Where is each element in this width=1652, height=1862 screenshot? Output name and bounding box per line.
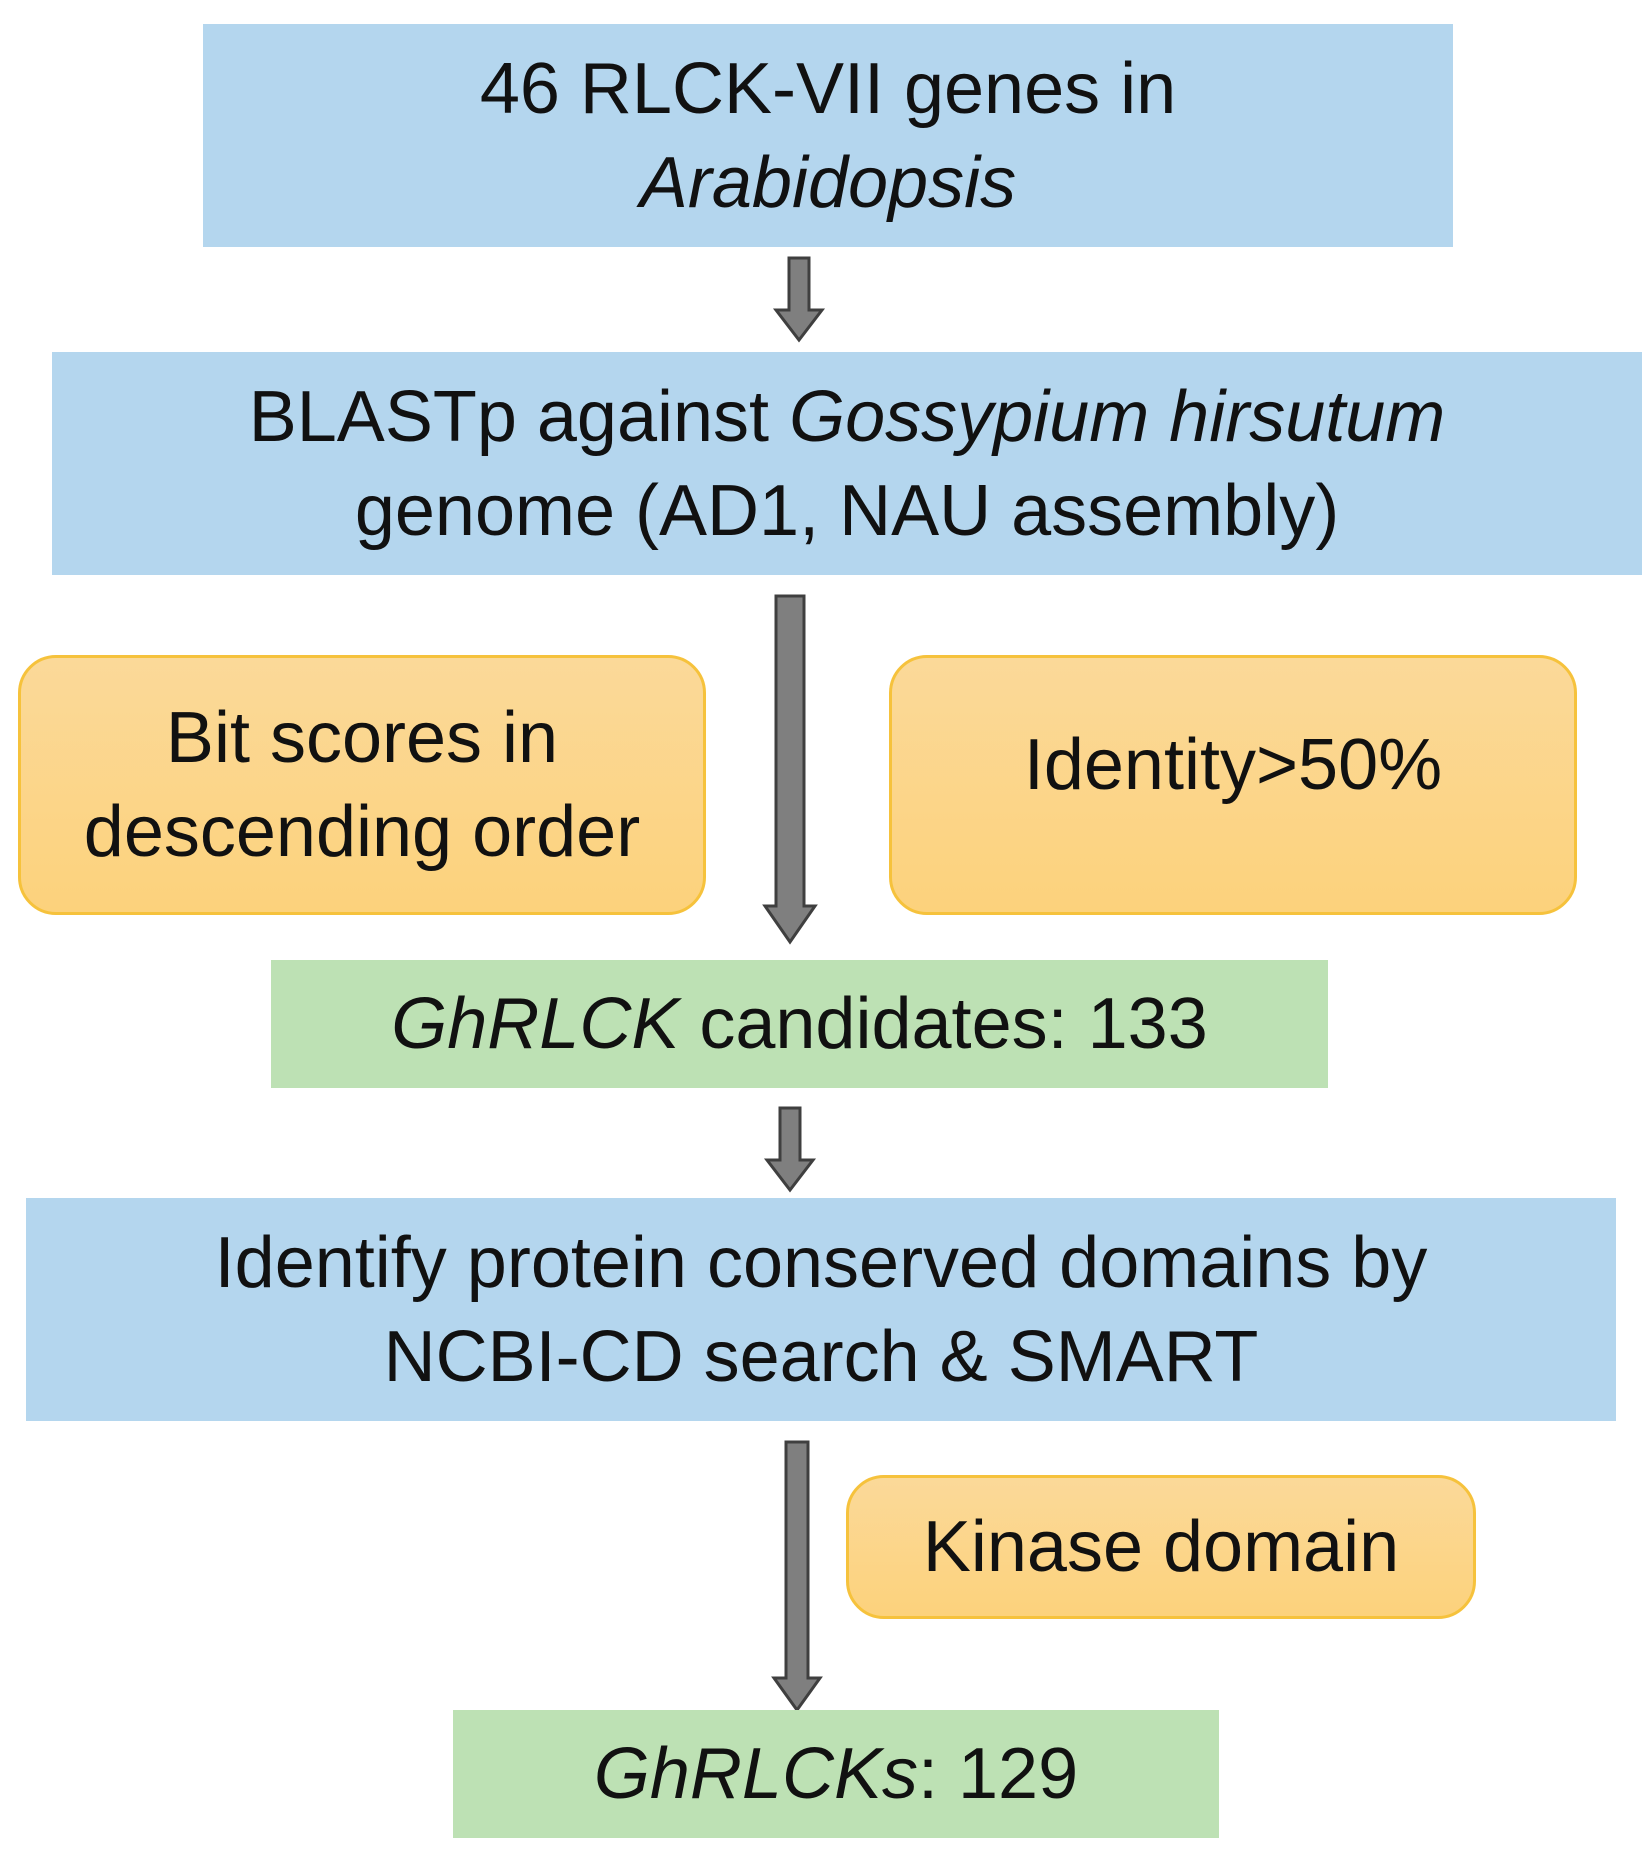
final-count: : 129: [917, 1734, 1079, 1814]
identity-text: Identity>50%: [1023, 725, 1443, 805]
bitscore-criterion: Bit scores in descending order: [18, 655, 706, 915]
identify-node: Identify protein conserved domains by NC…: [26, 1198, 1616, 1421]
blast-node-line1: BLASTp against Gossypium hirsutum: [249, 370, 1446, 464]
final-gene: GhRLCKs: [593, 1734, 918, 1814]
bitscore-line1: Bit scores in: [165, 698, 559, 778]
final-node: GhRLCKs: 129: [453, 1710, 1219, 1838]
arrow-candidates-to-identify: [763, 1106, 817, 1193]
identify-line2: NCBI-CD search & SMART: [383, 1316, 1259, 1397]
start-node-species: Arabidopsis: [639, 142, 1017, 223]
bitscore-line2: descending order: [83, 792, 641, 872]
arrow-identify-to-final: [771, 1440, 823, 1713]
arrow-blast-to-candidates: [762, 594, 818, 945]
final-text: GhRLCKs: 129: [594, 1727, 1078, 1821]
candidates-text: GhRLCK candidates: 133: [391, 977, 1208, 1071]
identify-line1: Identify protein conserved domains by: [214, 1222, 1428, 1303]
blast-node-prefix: BLASTp against: [248, 376, 790, 457]
candidates-count: candidates: 133: [679, 984, 1208, 1064]
blast-node-line2: genome (AD1, NAU assembly): [354, 470, 1340, 551]
kinase-text: Kinase domain: [922, 1507, 1400, 1587]
blast-node-species: Gossypium hirsutum: [789, 376, 1446, 457]
arrow-start-to-blast: [772, 256, 826, 343]
start-node: 46 RLCK-VII genes in Arabidopsis: [203, 24, 1453, 247]
blast-node: BLASTp against Gossypium hirsutum genome…: [52, 352, 1642, 575]
candidates-node: GhRLCK candidates: 133: [271, 960, 1328, 1088]
kinase-criterion: Kinase domain: [846, 1475, 1476, 1619]
start-node-line1: 46 RLCK-VII genes in: [479, 48, 1177, 129]
candidates-gene: GhRLCK: [391, 984, 680, 1064]
identity-criterion: Identity>50%: [889, 655, 1577, 915]
